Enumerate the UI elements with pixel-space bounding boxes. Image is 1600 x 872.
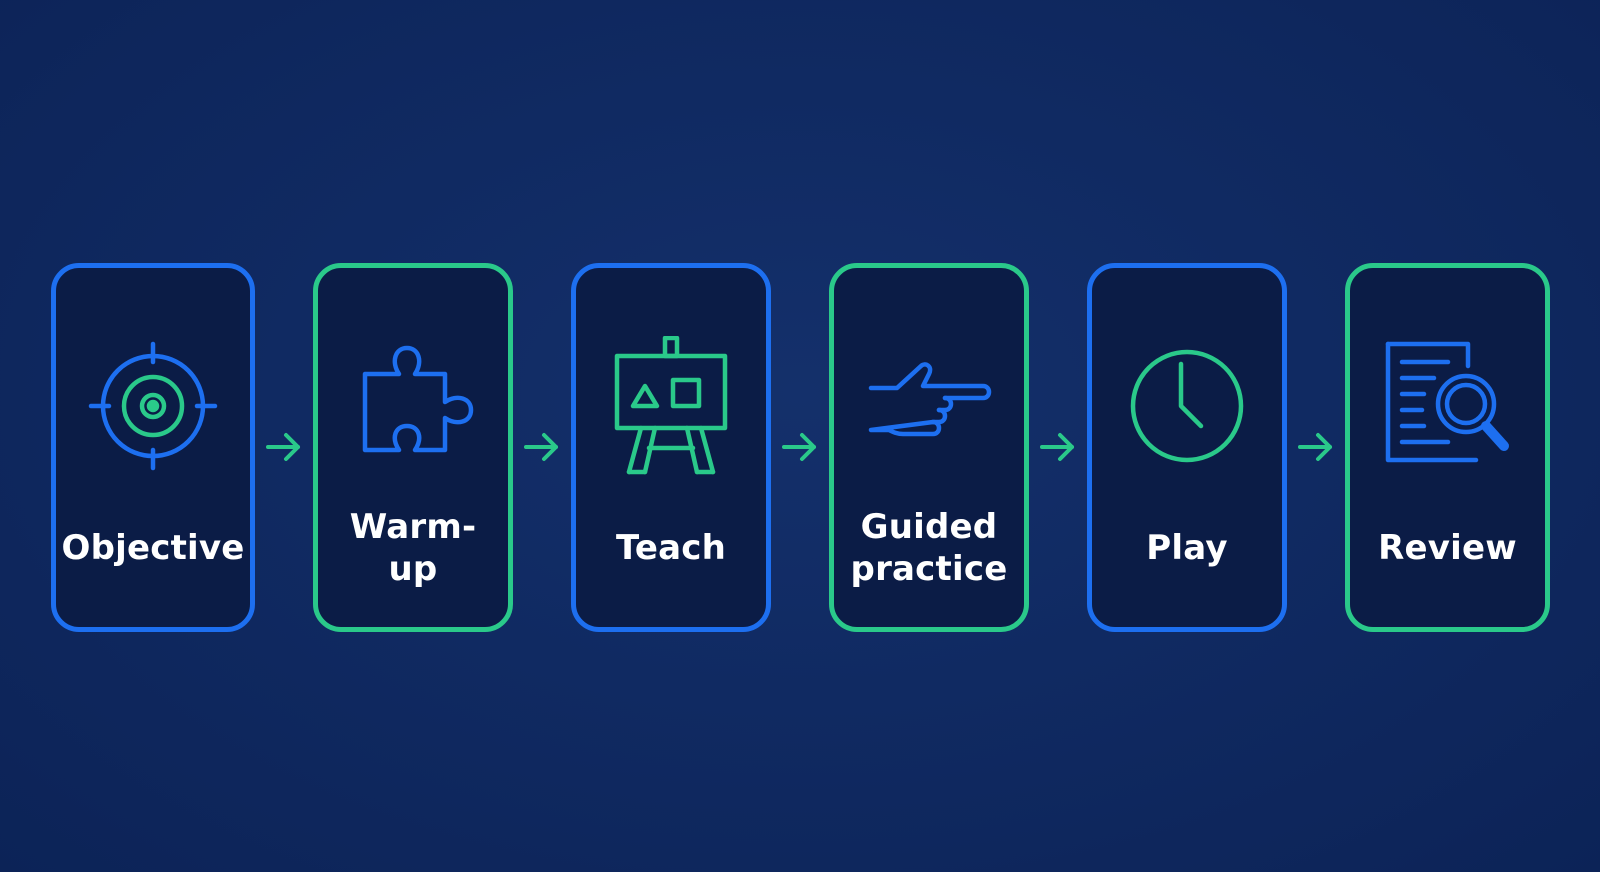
arrow-right-icon bbox=[1296, 427, 1336, 467]
step-card-review: Review bbox=[1345, 263, 1550, 632]
puzzle-piece-icon bbox=[343, 336, 483, 476]
step-card-guided-practice: Guided practice bbox=[829, 263, 1029, 632]
easel-board-icon bbox=[601, 336, 741, 476]
step-card-teach: Teach bbox=[571, 263, 771, 632]
arrow-right-icon bbox=[522, 427, 562, 467]
pointing-hand-icon bbox=[859, 336, 999, 476]
arrow-right-icon bbox=[264, 427, 304, 467]
clock-icon bbox=[1117, 336, 1257, 476]
arrow-right-icon bbox=[1038, 427, 1078, 467]
step-card-warm-up: Warm-up bbox=[313, 263, 513, 632]
step-card-play: Play bbox=[1087, 263, 1287, 632]
target-icon bbox=[83, 336, 223, 476]
step-label-warm-up: Warm-up bbox=[349, 507, 477, 589]
step-label-review: Review bbox=[1378, 528, 1517, 568]
step-label-objective: Objective bbox=[61, 528, 245, 568]
step-label-play: Play bbox=[1146, 528, 1228, 568]
document-magnifier-icon bbox=[1378, 336, 1518, 476]
arrow-right-icon bbox=[780, 427, 820, 467]
step-card-objective: Objective bbox=[51, 263, 255, 632]
step-label-teach: Teach bbox=[615, 528, 727, 568]
step-label-guided-practice: Guided practice bbox=[850, 507, 1008, 589]
